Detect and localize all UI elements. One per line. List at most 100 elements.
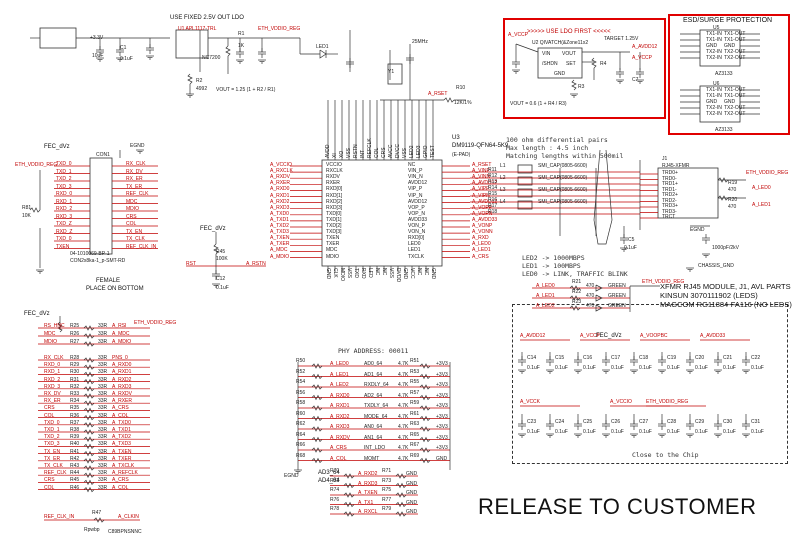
decap-net-bottom: A_VCCK (520, 399, 541, 405)
con1-pin-right: REF_CLK_IN (126, 243, 157, 250)
addr-pullup (419, 384, 431, 390)
magnetics-c5: C5 (628, 237, 635, 243)
led-resistor-value: 470 (586, 293, 595, 299)
strap-series-resistor (83, 472, 95, 478)
decap-value-bottom: 0.1uF (695, 429, 708, 435)
decap-designator-bottom: C29 (695, 419, 705, 425)
ldo-c1: C1 (120, 45, 127, 51)
diff-term-resistor: R14 (488, 185, 498, 191)
phy-rset: A_RSET (428, 91, 448, 97)
xfmr-note-2: KINSUN 3070111902 (LEDS) (660, 291, 758, 300)
con1-pin-left: RXD_1 (56, 198, 73, 205)
led-resistor-designator: R21 (572, 279, 582, 285)
addr-resistor-value: 4.7K (398, 392, 409, 399)
con1-pin-right: MDIO (126, 206, 140, 212)
strap-resistor-value: 33R (98, 470, 108, 477)
con1-pin-right: MDC (126, 198, 138, 205)
strap-net: COL (44, 412, 55, 419)
decap-net-bottom: ETH_VDDIO_REG (646, 399, 689, 405)
decap-designator-top: C21 (723, 355, 733, 361)
phy-pin-left-net: A_MDC (270, 247, 288, 254)
strap-out-net: A_RSI (112, 323, 127, 329)
addr-right-resistor: R53 (410, 368, 420, 375)
phy-pin-right-name: VIP_N (408, 192, 423, 199)
phy-pin-right-name: RXD[0] (408, 235, 425, 242)
addr-lower-gnd: GND (406, 471, 418, 477)
decoupling-cap-top (630, 356, 638, 366)
phy-address-ad3: AD3_64 (318, 470, 340, 476)
phy-pin-left-name: VCCIO (326, 162, 342, 168)
addr-pulldown (311, 426, 323, 432)
addr-net: A_RXDV (330, 434, 351, 441)
leds-eth-reg: ETH_VDDIO_REG (642, 279, 685, 285)
strap-resistor-value: 33R (98, 477, 108, 484)
esd-u6-pin-right: TX1-OUT (724, 93, 746, 99)
phy-pin-left-name: TXD[1] (326, 216, 342, 223)
magnetics-c6-value: 1000pF/2kV (712, 245, 739, 251)
phy-pin-left-net: A_TXD0 (270, 210, 289, 217)
decap-designator-bottom: C28 (667, 419, 677, 425)
addr-pullup (419, 457, 431, 464)
addr-lower-right: R73 (382, 477, 392, 484)
fec-eth-reg: ETH_VDDIO_REG (15, 162, 58, 168)
addr-rail: +3V3 (436, 424, 448, 430)
strap-resistor-value: 33R (98, 463, 108, 469)
addr-strap-name: RXDLY_64 (364, 382, 389, 388)
esd-u6: U6 (713, 81, 720, 87)
phy-pin-right-net: A_VONP (472, 223, 493, 229)
phy-pin-top: REFCLK (367, 138, 373, 158)
diff-term-resistor: R18 (488, 209, 498, 215)
strap-resistor-designator: R25 (70, 323, 80, 329)
addr-net: A_LED1 (330, 371, 349, 378)
addr-left-resistor: R50 (296, 358, 306, 364)
phy-pin-right-net: A_AVDD12 (472, 198, 498, 205)
addr-pullup (419, 405, 431, 411)
strap-nc: C89BPNSNNC (108, 529, 142, 535)
con1-pin-left: TXD_0 (56, 161, 72, 167)
addr-right-resistor: R57 (410, 389, 420, 396)
addr-pulldown (311, 394, 323, 401)
decap-designator-bottom: C27 (639, 419, 649, 425)
phy-pin-right-name: AVDD12 (408, 198, 428, 205)
ldo-alt-c7: C7 (632, 77, 639, 83)
decoupling-cap-bottom (658, 420, 666, 430)
decap-designator-bottom: C23 (527, 419, 537, 425)
magnetics-egnd: EGND (690, 227, 705, 233)
led-resistor (569, 295, 581, 301)
esd-u5-part: AZ3133 (715, 71, 733, 77)
phy-pin-left-net: A_TXD3 (270, 229, 289, 236)
esd-u6-pin-right: TX2-OUT (724, 111, 746, 117)
decap-designator-top: C20 (695, 355, 705, 361)
phy-pin-right-name: LED0 (408, 241, 421, 248)
addr-strap-name: MOMT (364, 455, 380, 462)
esd-u5-pin-left: TX1-IN (706, 37, 722, 43)
choke-part: SMI_CAP(0805-6600) (538, 199, 588, 205)
addr-rail: +3V3 (436, 403, 448, 409)
addr-lower-resistor-2 (395, 482, 407, 489)
strap-resistor-designator: R44 (70, 470, 80, 477)
phy-pin-top: LED2 (409, 145, 415, 158)
phy-r10-resistor (443, 97, 455, 103)
strap-resistor-designator: R40 (70, 441, 80, 448)
strap-resistor-value: 33R (98, 355, 108, 361)
addr-rail: +3V3 (436, 413, 448, 420)
esd-u6-pin-left: TX2-IN (706, 105, 722, 111)
ldo-alt-vout-equation: VOUT = 0.6 (1 + R4 / R3) (510, 101, 567, 107)
strap-series-resistor (83, 450, 95, 457)
addr-pullup (419, 436, 431, 443)
strap-series-resistor (83, 407, 95, 414)
j1-pin: TRD0+ (662, 170, 678, 176)
esd-u5-pin-right: TX2-OUT (724, 49, 746, 55)
con1-pin-left: TXD_3 (56, 183, 72, 190)
decap-value-top: 0.1uF (527, 365, 540, 371)
addr-rail: +3V3 (436, 445, 448, 451)
ldo-led1: LED1 (316, 44, 329, 50)
phy-pin-left-net: A_RXD0 (270, 186, 290, 193)
strap-resistor-designator: R38 (70, 427, 80, 433)
addr-resistor-value: 4.7K (398, 361, 409, 367)
phy-pin-right-net: A_LED1 (472, 247, 491, 254)
esd-u6-pin-left: TX1-IN (706, 93, 722, 99)
strap-resistor-designator: R29 (70, 362, 80, 369)
